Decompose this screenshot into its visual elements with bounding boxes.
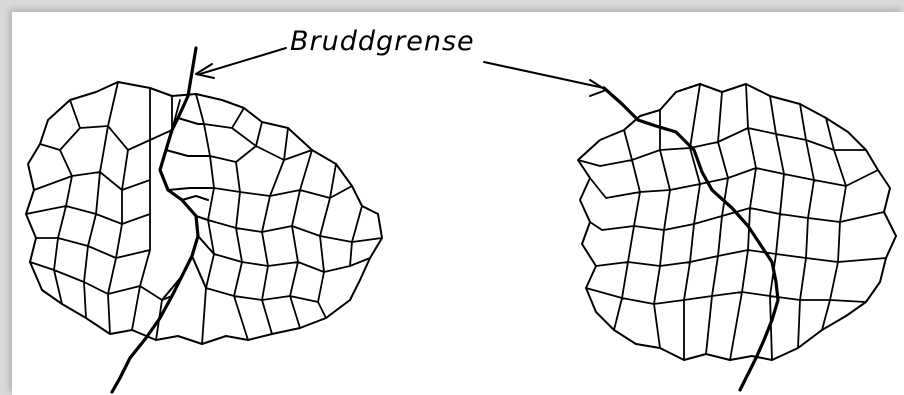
right-grain-boundaries (577, 83, 887, 361)
left-fracture-secondary (161, 117, 215, 301)
leader-line-left (199, 47, 287, 75)
right-grain-cluster (577, 83, 897, 392)
left-grain-cluster (25, 46, 383, 394)
right-cluster-outline (577, 83, 897, 361)
leader-line-right (483, 61, 605, 89)
leader-arrowhead-left (195, 63, 215, 79)
figure-panel (12, 12, 904, 395)
left-grain-boundaries (25, 81, 383, 345)
right-fracture-path (602, 86, 780, 392)
left-cluster-outline (25, 81, 383, 345)
leader-lines (195, 47, 607, 97)
leader-arrowhead-right (589, 79, 607, 97)
figure-label: Bruddgrense (290, 26, 475, 57)
